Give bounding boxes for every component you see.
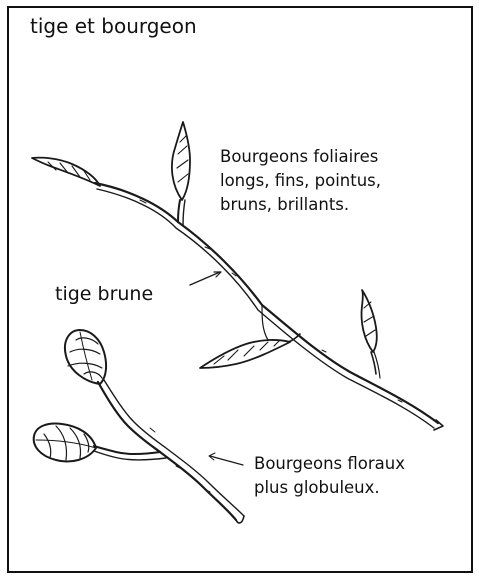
flower-bud-upper bbox=[65, 330, 106, 384]
leaf-bud-top bbox=[172, 122, 190, 200]
main-stem bbox=[95, 183, 438, 423]
flower-bud-lower bbox=[34, 424, 96, 462]
leaf-bud-twig bbox=[32, 122, 443, 430]
stem-arrow bbox=[190, 272, 221, 285]
leaf-bud-right bbox=[361, 290, 376, 352]
flower-arrow bbox=[209, 453, 243, 465]
flower-bud-twig bbox=[34, 330, 244, 523]
leaf-bud-middle bbox=[200, 340, 290, 368]
leaf-bud-left bbox=[32, 158, 100, 186]
